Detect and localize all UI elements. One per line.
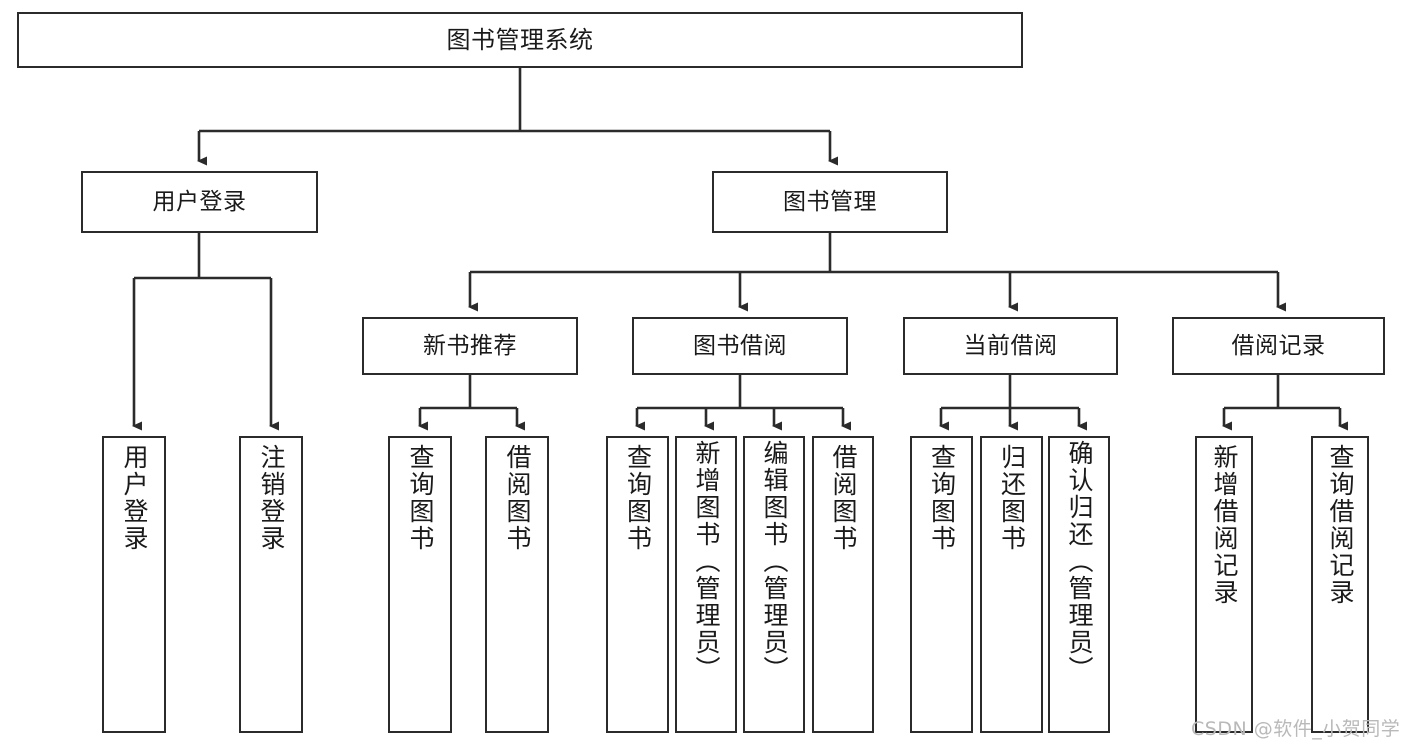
node-label: 借阅图书 <box>829 444 858 552</box>
leaf-query-borrow-record[interactable]: 查询借阅记录 <box>1311 436 1369 733</box>
leaf-return-book[interactable]: 归还图书 <box>980 436 1043 733</box>
leaf-add-borrow-record[interactable]: 新增借阅记录 <box>1195 436 1253 733</box>
node-label: 借阅图书 <box>503 444 532 552</box>
node-book-management[interactable]: 图书管理 <box>712 171 948 233</box>
node-root-system[interactable]: 图书管理系统 <box>17 12 1023 68</box>
node-label: 查询图书 <box>406 444 435 552</box>
leaf-borrow-book[interactable]: 借阅图书 <box>812 436 874 733</box>
node-label: 新增图书（管理员） <box>692 440 721 683</box>
csdn-watermark: CSDN @软件_小贺同学 <box>1191 718 1401 740</box>
leaf-user-login[interactable]: 用户登录 <box>102 436 166 733</box>
node-label: 图书管理系统 <box>446 26 594 54</box>
node-label: 借阅记录 <box>1231 332 1326 359</box>
leaf-confirm-return-admin[interactable]: 确认归还（管理员） <box>1048 436 1110 733</box>
node-label: 查询借阅记录 <box>1326 444 1355 606</box>
node-label: 查询图书 <box>623 444 653 552</box>
node-label: 编辑图书（管理员） <box>760 440 789 683</box>
node-label: 用户登录 <box>152 188 247 215</box>
node-label: 新增借阅记录 <box>1210 444 1239 606</box>
node-current-borrow[interactable]: 当前借阅 <box>903 317 1118 375</box>
leaf-query-book-current[interactable]: 查询图书 <box>910 436 973 733</box>
leaf-logout[interactable]: 注销登录 <box>239 436 303 733</box>
leaf-add-book-admin[interactable]: 新增图书（管理员） <box>675 436 737 733</box>
node-label: 查询图书 <box>927 444 957 552</box>
node-label: 当前借阅 <box>963 332 1058 359</box>
leaf-query-book-borrow[interactable]: 查询图书 <box>606 436 669 733</box>
node-label: 注销登录 <box>257 444 286 552</box>
node-user-login[interactable]: 用户登录 <box>81 171 318 233</box>
node-label: 图书借阅 <box>693 332 787 359</box>
leaf-borrow-book-recommend[interactable]: 借阅图书 <box>485 436 549 733</box>
node-label: 新书推荐 <box>423 332 517 359</box>
node-book-borrow[interactable]: 图书借阅 <box>632 317 848 375</box>
leaf-edit-book-admin[interactable]: 编辑图书（管理员） <box>743 436 805 733</box>
node-label: 图书管理 <box>783 188 877 215</box>
node-label: 归还图书 <box>997 444 1027 552</box>
node-borrow-record[interactable]: 借阅记录 <box>1172 317 1385 375</box>
leaf-query-book-recommend[interactable]: 查询图书 <box>388 436 452 733</box>
node-new-book-recommend[interactable]: 新书推荐 <box>362 317 578 375</box>
node-label: 确认归还（管理员） <box>1065 440 1094 683</box>
node-label: 用户登录 <box>120 444 149 552</box>
